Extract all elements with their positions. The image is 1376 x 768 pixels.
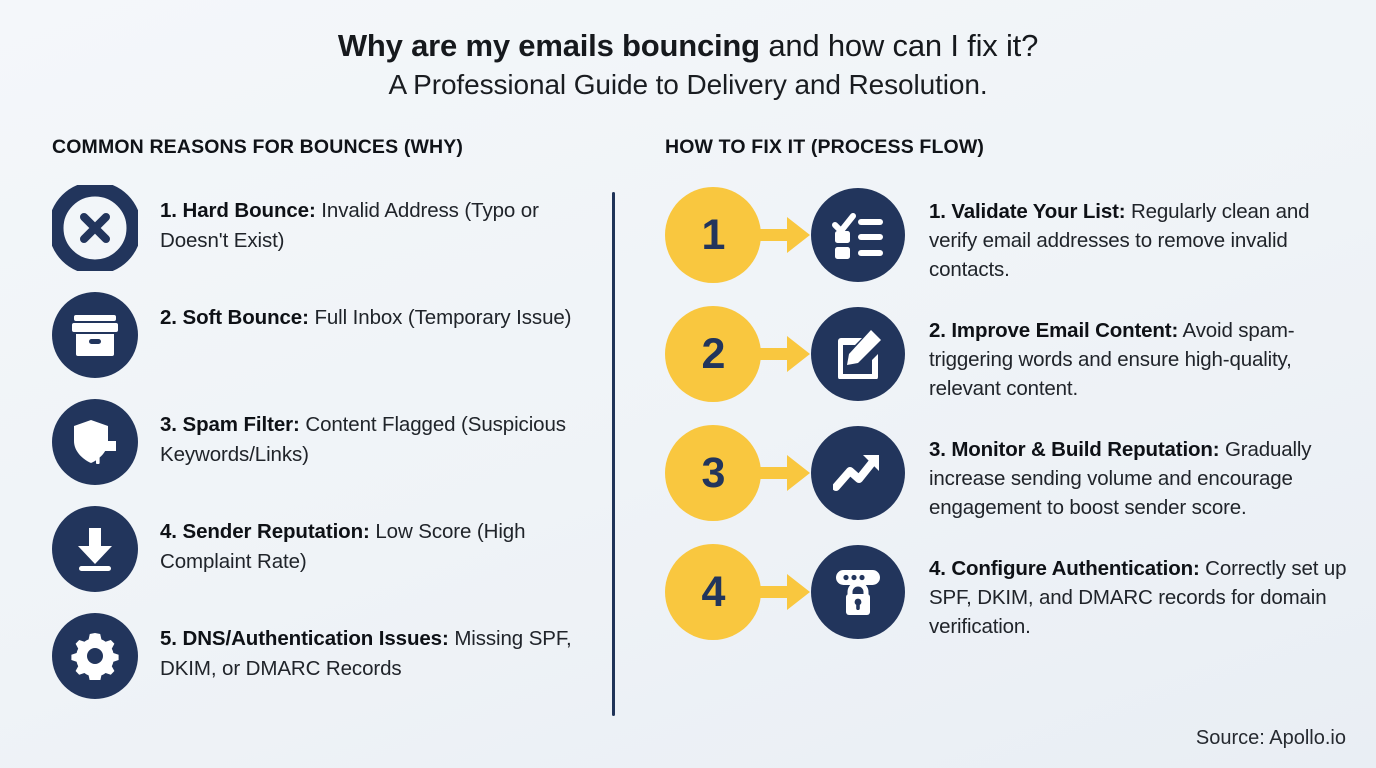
step-item-4-lead: 4. Configure Authentication: [929, 557, 1200, 580]
reason-item-2-rest: Full Inbox (Temporary Issue) [308, 306, 572, 329]
reason-item-1: 1. Hard Bounce: Invalid Address (Typo or… [52, 185, 591, 271]
reasons-column: COMMON REASONS FOR BOUNCES (WHY) 1. Hard… [0, 136, 613, 768]
reason-item-5-text: 5. DNS/Authentication Issues: Missing SP… [160, 613, 591, 684]
step-item-2-lead: 2. Improve Email Content: [929, 319, 1179, 342]
reason-item-4-rest: Low Score (High Complaint Rate) [160, 520, 526, 573]
reason-item-2: 2. Soft Bounce: Full Inbox (Temporary Is… [52, 292, 591, 378]
reason-item-3: 3. Spam Filter: Content Flagged (Suspici… [52, 399, 591, 485]
reason-item-1-text: 1. Hard Bounce: Invalid Address (Typo or… [160, 185, 591, 256]
reason-item-3-rest: Content Flagged (Suspicious Keywords/Lin… [160, 413, 566, 466]
page-title: Why are my emails bouncing and how can I… [0, 26, 1376, 66]
reason-item-4-lead: 4. Sender Reputation: [160, 520, 370, 543]
step-3-flow: 3 [665, 423, 915, 521]
circle-x-icon [52, 185, 138, 271]
step-4-flow: 4 [665, 542, 915, 640]
reasons-heading: COMMON REASONS FOR BOUNCES (WHY) [52, 136, 464, 158]
arrow-right-icon [757, 451, 811, 495]
shield-flag-icon [52, 399, 138, 485]
arrow-right-icon [757, 570, 811, 614]
reason-item-5-lead: 5. DNS/Authentication Issues: [160, 627, 449, 650]
step-4-number: 4 [665, 544, 761, 640]
reason-item-3-lead: 3. Spam Filter: [160, 413, 300, 436]
reason-item-2-text: 2. Soft Bounce: Full Inbox (Temporary Is… [160, 292, 572, 333]
reason-item-3-text: 3. Spam Filter: Content Flagged (Suspici… [160, 399, 591, 470]
archive-box-icon [52, 292, 138, 378]
step-item-3-text: 3. Monitor & Build Reputation: Gradually… [915, 423, 1350, 522]
page-header: Why are my emails bouncing and how can I… [0, 0, 1376, 104]
step-1-flow: 1 [665, 185, 915, 283]
page-title-emphasis: Why are my emails bouncing [337, 28, 760, 63]
step-2-number: 2 [665, 306, 761, 402]
step-item-1-text: 1. Validate Your List: Regularly clean a… [915, 185, 1350, 284]
reason-item-5: 5. DNS/Authentication Issues: Missing SP… [52, 613, 591, 699]
arrow-right-icon [757, 213, 811, 257]
step-item-2: 2 2. Improve Email Content: Avoid spam-t… [665, 304, 1350, 403]
arrow-right-icon [757, 332, 811, 376]
reason-item-2-lead: 2. Soft Bounce: [160, 306, 309, 329]
step-item-3-rest: Gradually increase sending volume and en… [929, 438, 1312, 519]
step-item-4-rest: Correctly set up SPF, DKIM, and DMARC re… [929, 557, 1347, 638]
page-title-rest: and how can I fix it? [759, 28, 1039, 63]
step-item-4-text: 4. Configure Authentication: Correctly s… [915, 542, 1350, 641]
step-item-4: 4 [665, 542, 1350, 641]
step-item-1-rest: Regularly clean and verify email address… [929, 200, 1310, 281]
reason-item-4: 4. Sender Reputation: Low Score (High Co… [52, 506, 591, 592]
reason-item-1-rest: Invalid Address (Typo or Doesn't Exist) [160, 199, 539, 252]
gear-icon [52, 613, 138, 699]
source-attribution: Source: Apollo.io [1195, 727, 1346, 749]
step-item-1: 1 1. Validate Yo [665, 185, 1350, 284]
step-2-flow: 2 [665, 304, 915, 402]
reason-item-5-rest: Missing SPF, DKIM, or DMARC Records [160, 627, 572, 680]
column-divider [612, 192, 615, 716]
step-item-2-text: 2. Improve Email Content: Avoid spam-tri… [915, 304, 1350, 403]
trending-up-icon [811, 426, 905, 520]
reason-item-4-text: 4. Sender Reputation: Low Score (High Co… [160, 506, 591, 577]
step-item-1-lead: 1. Validate Your List: [929, 200, 1126, 223]
step-1-number: 1 [665, 187, 761, 283]
checklist-icon [811, 188, 905, 282]
content-columns: COMMON REASONS FOR BOUNCES (WHY) 1. Hard… [0, 136, 1376, 768]
process-flow-heading: HOW TO FIX IT (PROCESS FLOW) [665, 136, 985, 158]
page-subtitle: A Professional Guide to Delivery and Res… [388, 69, 988, 100]
edit-square-icon [811, 307, 905, 401]
step-item-3: 3 3. Monitor & Build Reputation: Gradual… [665, 423, 1350, 522]
step-item-3-lead: 3. Monitor & Build Reputation: [929, 438, 1220, 461]
step-3-number: 3 [665, 425, 761, 521]
download-arrow-icon [52, 506, 138, 592]
reason-item-1-lead: 1. Hard Bounce: [160, 199, 316, 222]
server-lock-icon [811, 545, 905, 639]
process-flow-column: HOW TO FIX IT (PROCESS FLOW) 1 [613, 136, 1376, 768]
step-item-2-rest: Avoid spam-triggering words and ensure h… [929, 319, 1295, 400]
